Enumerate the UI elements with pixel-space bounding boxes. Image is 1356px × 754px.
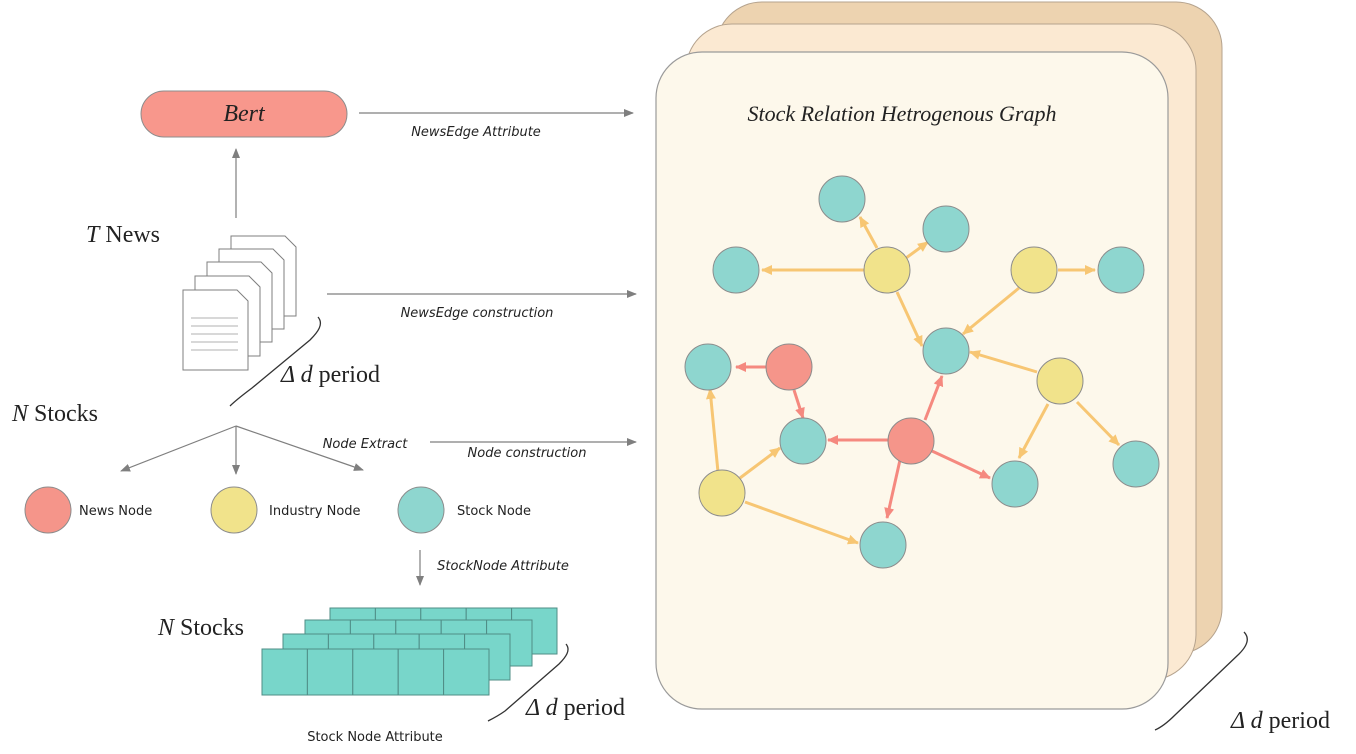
stocknode-attribute-label: StockNode Attribute [437,559,569,574]
industry-node [698,469,746,517]
node-construction-label: Node construction [468,446,587,461]
edge-ind3-stock-bottom [1017,403,1050,459]
attribute-cell [352,648,399,696]
stock-node [859,521,907,569]
bert-box [140,90,348,138]
stock-node [1097,246,1145,294]
stock-node-attribute-caption: Stock Node Attribute [307,730,443,745]
news-node [887,417,935,465]
edge-ind3-stock-center [969,350,1038,374]
legend-news-label: News Node [79,504,152,519]
edge-news2-stock-center [923,375,944,421]
node-extract-label: Node Extract [323,437,409,452]
attribute-cell [306,648,354,696]
bert-label: Bert [223,101,266,127]
n-stocks-label-top: N Stocks [11,401,98,427]
stock-node [712,246,760,294]
stock-node [684,343,732,391]
industry-node [863,246,911,294]
stock-node [991,460,1039,508]
flow-arrows [120,109,637,586]
industry-node [1010,246,1058,294]
legend-news-node [24,486,72,534]
news-node [765,343,813,391]
legend-industry-label: Industry Node [269,504,361,519]
arrow-split-right [235,425,364,471]
legend-industry-node [210,486,258,534]
edge-ind4-stock-bottom [744,500,859,545]
edge-ind3-stock-farright [1075,400,1121,447]
edge-news1-stock-mid [792,389,805,419]
graph-title: Stock Relation Hetrogenous Graph [748,101,1057,126]
graph-panel [655,51,1169,710]
stock-node [818,175,866,223]
attribute-cell [261,648,308,696]
newsedge-construction-label: NewsEdge construction [401,306,554,321]
newsedge-attribute-label: NewsEdge Attribute [411,125,541,140]
stock-node [1112,440,1160,488]
arrow-split-left [120,425,237,472]
edge-news2-stock-lower [884,459,902,519]
edge-ind2-stock-center [962,286,1020,336]
period-label-graph: Δ d period [1230,708,1330,734]
edge-ind1-stock-topright [905,240,929,260]
stock-node [922,205,970,253]
news-edges [735,362,991,519]
brace-attributes [487,643,569,722]
industry-edges [705,216,1121,545]
edge-ind1-stock-top [858,216,879,249]
legend-stock-node [397,486,445,534]
period-label-attributes: Δ d period [525,695,625,721]
attribute-cell [443,648,490,696]
graph-nodes [684,175,1160,569]
edge-ind4-stock-up [705,388,720,473]
edge-ind1-stock-center [895,291,924,347]
edge-news2-stock-bottom [931,449,991,480]
edge-ind4-stock-mid [739,446,781,480]
attribute-cell [397,648,445,696]
legend-stock-label: Stock Node [457,504,531,519]
t-news-label: T News [86,222,160,248]
stock-node [779,417,827,465]
industry-node [1036,357,1084,405]
brace-news [229,316,322,407]
stock-attribute-grids [261,607,558,696]
period-label-news: Δ d period [280,362,380,388]
brace-graph [1154,631,1248,731]
stock-node [922,327,970,375]
n-stocks-label-bottom: N Stocks [157,615,244,641]
news-documents [182,235,297,371]
braces [229,316,1248,731]
